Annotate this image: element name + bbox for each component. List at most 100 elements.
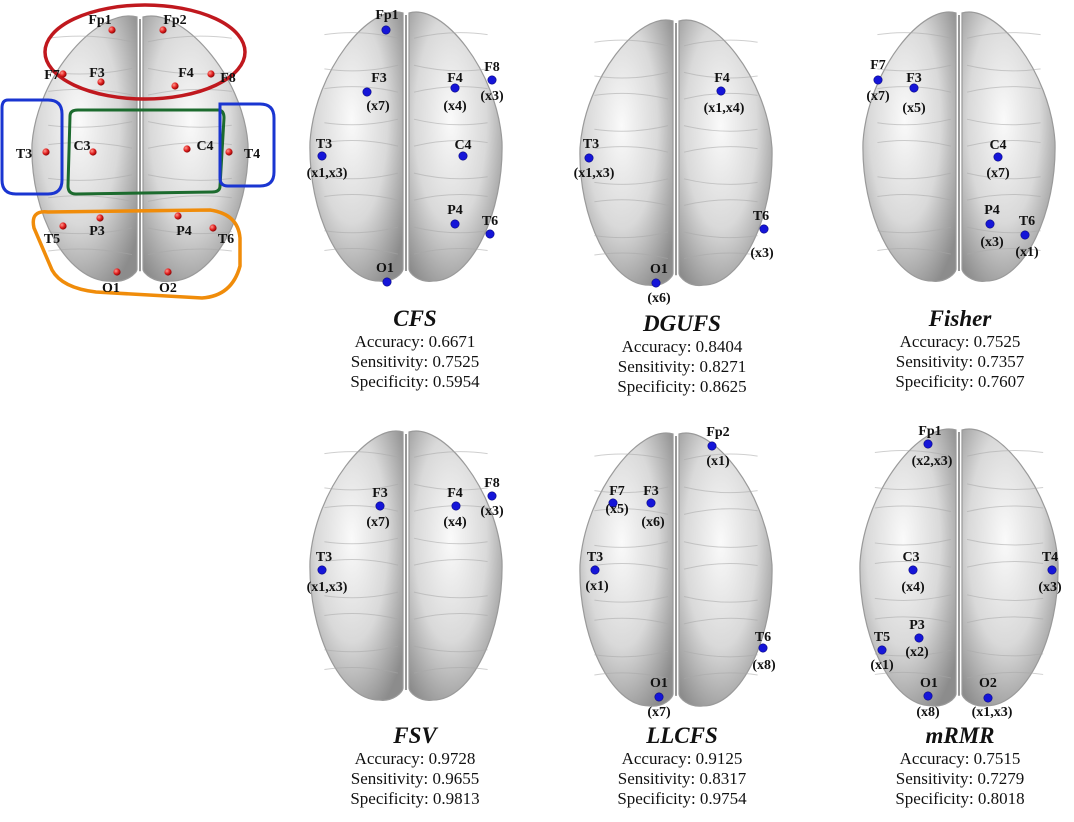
region-frontal (43, 3, 247, 101)
electrode-llcfs-fp2 (707, 441, 717, 451)
reference-label-f8: F8 (220, 71, 236, 86)
feature-label-cfs-f3: (x7) (366, 99, 390, 114)
reference-label-t5: T5 (44, 232, 60, 247)
electrode-fisher-f3 (909, 83, 919, 93)
feature-label-fsv-f8: (x3) (480, 504, 504, 519)
electrode-mrmr-t4 (1047, 565, 1057, 575)
caption-accuracy: Accuracy: 0.8404 (621, 337, 743, 356)
electrode-fisher-f7 (873, 75, 883, 85)
reference-electrode-t4 (225, 148, 233, 156)
electrode-label-cfs-p4: P4 (447, 203, 463, 218)
reference-label-p4: P4 (176, 224, 192, 239)
electrode-label-fsv-f8: F8 (484, 476, 500, 491)
feature-label-fisher-t6: (x1) (1015, 245, 1039, 260)
caption-title: mRMR (925, 723, 995, 748)
electrode-label-dgufs-t3: T3 (583, 137, 599, 152)
electrode-label-fisher-f3: F3 (906, 71, 922, 86)
reference-electrode-fp1 (108, 26, 116, 34)
electrode-label-llcfs-o1: O1 (650, 676, 668, 691)
caption-accuracy: Accuracy: 0.9728 (354, 749, 476, 768)
reference-electrode-fp2 (159, 26, 167, 34)
electrode-cfs-f4 (450, 83, 460, 93)
reference-electrode-o1 (113, 268, 121, 276)
electrode-label-llcfs-f7: F7 (609, 484, 625, 499)
region-posterior (31, 208, 242, 300)
feature-label-mrmr-p3: (x2) (905, 645, 929, 660)
feature-label-fsv-t3: (x1,x3) (307, 580, 348, 595)
electrode-label-llcfs-t6: T6 (755, 630, 771, 645)
reference-electrode-f8 (207, 70, 215, 78)
feature-label-llcfs-t3: (x1) (585, 579, 609, 594)
feature-label-fisher-f7: (x7) (866, 89, 890, 104)
region-left-temporal (0, 98, 64, 196)
electrode-mrmr-o2 (983, 693, 993, 703)
caption-sensitivity: Sensitivity: 0.8317 (617, 769, 747, 788)
caption-sensitivity: Sensitivity: 0.9655 (350, 769, 480, 788)
caption-sensitivity: Sensitivity: 0.7525 (350, 352, 480, 371)
feature-label-fisher-p4: (x3) (980, 235, 1004, 250)
electrode-fsv-f3 (375, 501, 385, 511)
reference-label-t6: T6 (218, 232, 234, 247)
reference-electrode-t3 (42, 148, 50, 156)
electrode-label-mrmr-c3: C3 (902, 550, 919, 565)
electrode-label-dgufs-o1: O1 (650, 262, 668, 277)
feature-label-mrmr-t5: (x1) (870, 658, 894, 673)
caption-title: DGUFS (643, 311, 721, 336)
electrode-label-llcfs-f3: F3 (643, 484, 659, 499)
electrode-label-fsv-f3: F3 (372, 486, 388, 501)
caption-accuracy: Accuracy: 0.7525 (899, 332, 1021, 351)
reference-electrode-p4 (174, 212, 182, 220)
electrode-fsv-f4 (451, 501, 461, 511)
region-central (66, 108, 226, 196)
feature-label-cfs-f4: (x4) (443, 99, 467, 114)
reference-label-f7: F7 (44, 68, 60, 83)
caption-title: Fisher (928, 306, 992, 331)
feature-label-mrmr-fp1: (x2,x3) (912, 454, 953, 469)
reference-electrode-f7 (59, 70, 67, 78)
region-outlines (0, 3, 276, 300)
electrode-label-cfs-f4: F4 (447, 71, 463, 86)
reference-electrode-f3 (97, 78, 105, 86)
electrode-dgufs-t6 (759, 224, 769, 234)
electrode-label-fsv-t3: T3 (316, 550, 332, 565)
electrode-label-llcfs-fp2: Fp2 (706, 425, 729, 440)
brain-dgufs (579, 19, 773, 287)
feature-label-dgufs-o1: (x6) (647, 291, 671, 306)
caption-specificity: Specificity: 0.8625 (617, 377, 747, 396)
reference-label-c4: C4 (196, 139, 213, 154)
feature-label-cfs-f8: (x3) (480, 89, 504, 104)
electrode-llcfs-f3 (646, 498, 656, 508)
reference-label-c3: C3 (73, 139, 90, 154)
brain-fsv (309, 430, 503, 701)
feature-label-cfs-t3: (x1,x3) (307, 166, 348, 181)
electrode-cfs-t3 (317, 151, 327, 161)
feature-label-fisher-f3: (x5) (902, 101, 926, 116)
feature-label-dgufs-f4: (x1,x4) (704, 101, 745, 116)
electrode-cfs-c4 (458, 151, 468, 161)
electrode-dgufs-f4 (716, 86, 726, 96)
caption-sensitivity: Sensitivity: 0.8271 (617, 357, 747, 376)
electrode-label-mrmr-fp1: Fp1 (918, 424, 941, 439)
electrode-fisher-c4 (993, 152, 1003, 162)
feature-label-dgufs-t3: (x1,x3) (574, 166, 615, 181)
feature-label-mrmr-t4: (x3) (1038, 580, 1062, 595)
feature-label-mrmr-c3: (x4) (901, 580, 925, 595)
caption-specificity: Specificity: 0.7607 (895, 372, 1025, 391)
feature-label-fisher-c4: (x7) (986, 166, 1010, 181)
reference-electrode-t6 (209, 224, 217, 232)
brain-llcfs (579, 432, 773, 707)
reference-electrode-c3 (89, 148, 97, 156)
electrode-label-fisher-t6: T6 (1019, 214, 1035, 229)
electrode-fisher-p4 (985, 219, 995, 229)
electrode-label-cfs-f3: F3 (371, 71, 387, 86)
electrode-label-fisher-p4: P4 (984, 203, 1000, 218)
electrode-label-fisher-c4: C4 (989, 138, 1006, 153)
electrode-mrmr-p3 (914, 633, 924, 643)
electrode-label-llcfs-t3: T3 (587, 550, 603, 565)
electrode-cfs-f8 (487, 75, 497, 85)
feature-label-llcfs-f3: (x6) (641, 515, 665, 530)
